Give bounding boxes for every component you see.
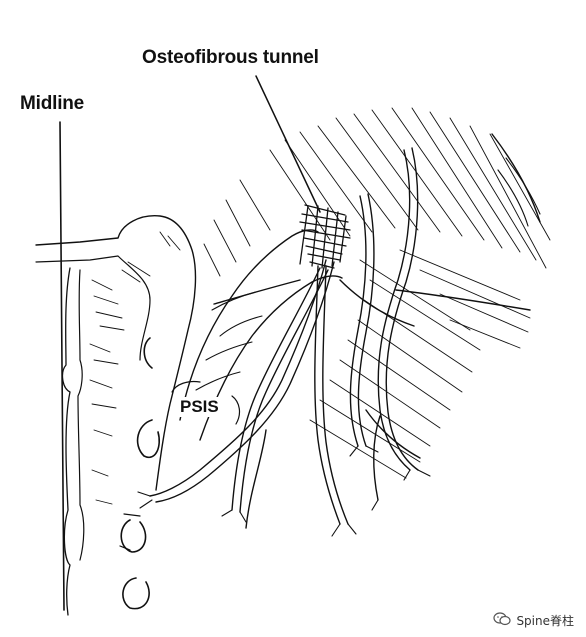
watermark-text: Spine脊柱: [516, 614, 574, 628]
osteofibrous-tunnel: [299, 204, 351, 269]
foramen-hooks: [119, 513, 141, 551]
psis-label: PSIS: [178, 397, 221, 417]
sacrum-hatching: [89, 231, 181, 505]
cluneal-nerves: [149, 147, 531, 529]
foramen-2: [136, 419, 160, 459]
watermark: Spine脊柱: [493, 612, 574, 629]
osteofibrous-tunnel-label: Osteofibrous tunnel: [142, 47, 319, 68]
iliac-band: [195, 291, 263, 391]
nerve-twigs: [137, 445, 431, 537]
psis-outline: [171, 380, 241, 425]
foramen-4: [122, 577, 150, 610]
foramen-3: [120, 519, 147, 553]
sacral-crest: [61, 267, 71, 616]
muscle-fibres: [203, 107, 551, 479]
sacrum-inner-outline: [35, 255, 151, 361]
midline-line: [59, 121, 65, 611]
sacral-crest-right: [77, 269, 85, 561]
foramen-1: [143, 337, 153, 369]
wechat-icon: [493, 612, 512, 629]
midline-label: Midline: [20, 93, 85, 114]
muscle-arc-outer: [491, 133, 541, 223]
sacrum-outline: [35, 215, 197, 491]
iliac-body: [179, 229, 319, 421]
muscle-arc-inner: [497, 157, 541, 227]
